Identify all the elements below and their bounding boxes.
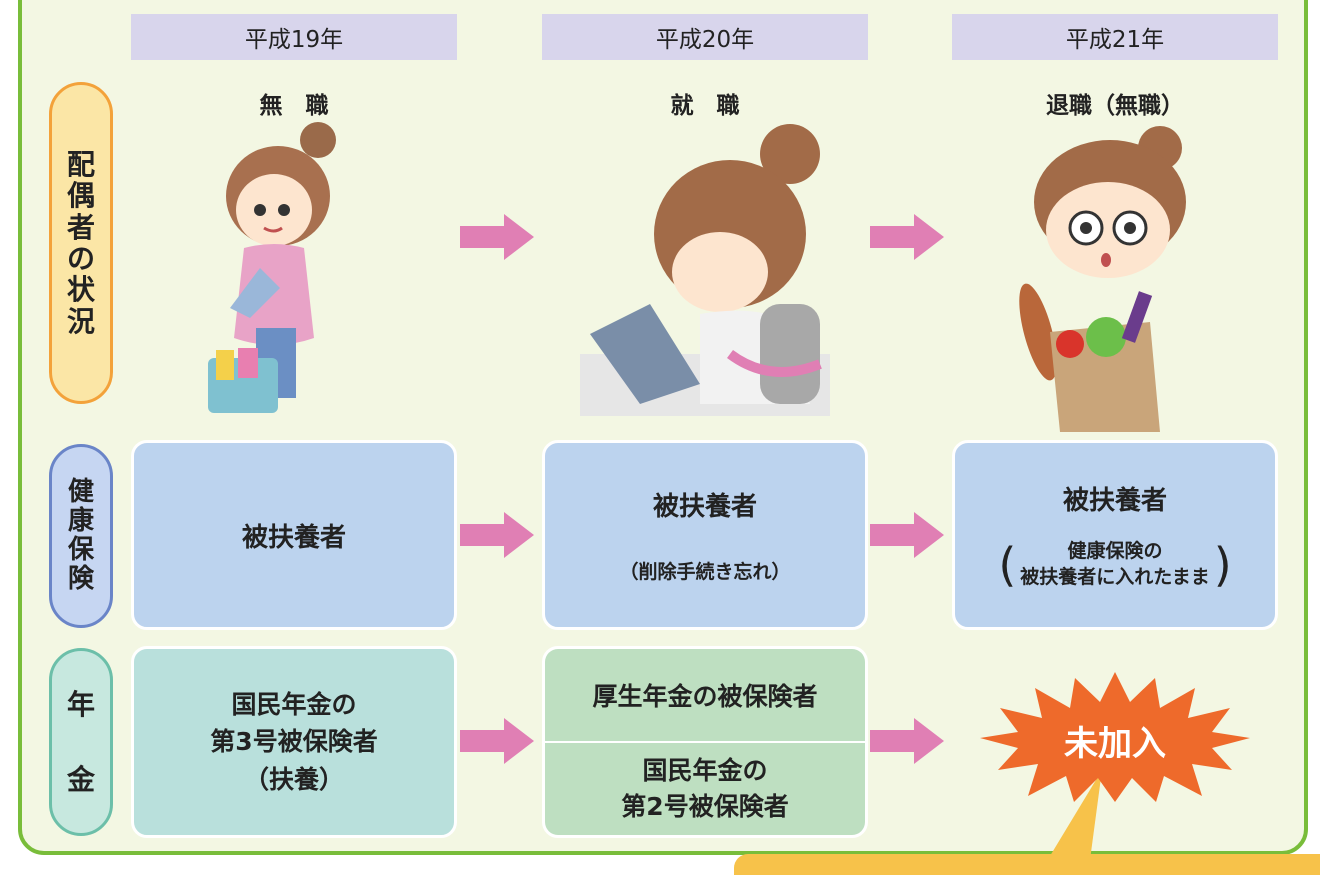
arrow-right-icon bbox=[460, 718, 534, 764]
row-label-health-insurance: 健 康 保 険 bbox=[49, 444, 113, 628]
pension-line: 第3号被保険者 bbox=[210, 727, 378, 757]
bracket-close: ) bbox=[1213, 537, 1232, 592]
starburst-not-enrolled bbox=[980, 672, 1250, 802]
row-label-char: 配 bbox=[66, 147, 95, 181]
pension-box-2007: 国民年金の 第3号被保険者 （扶養） bbox=[131, 646, 457, 838]
pension-line: 第2号被保険者 bbox=[621, 792, 789, 821]
row-label-char: 健 bbox=[67, 476, 94, 507]
arrow-right-icon bbox=[870, 512, 944, 558]
arrow-right-icon bbox=[870, 718, 944, 764]
row-label-char: 保 bbox=[67, 535, 94, 565]
health-box-2007: 被扶養者 bbox=[131, 440, 457, 630]
row-label-char: 状 bbox=[66, 273, 95, 307]
health-box-2009: 被扶養者 ( 健康保険の 被扶養者に入れたまま ) bbox=[952, 440, 1278, 630]
row-label-char: 偶 bbox=[66, 179, 95, 213]
pension-line: 国民年金の bbox=[642, 755, 768, 785]
row-label-char: の bbox=[66, 242, 95, 275]
health-note-forgot-removal: （削除手続き忘れ） bbox=[619, 561, 791, 583]
pension-national-class2: 国民年金の 第2号被保険者 bbox=[545, 743, 865, 835]
row-label-char: 康 bbox=[67, 505, 94, 536]
pension-employee-insured: 厚生年金の被保険者 bbox=[545, 649, 865, 741]
health-box-2008: 被扶養者 （削除手続き忘れ） bbox=[542, 440, 868, 630]
arrow-right-icon bbox=[460, 214, 534, 260]
row-label-char: 者 bbox=[66, 210, 95, 244]
year-header-2009: 平成21年 bbox=[952, 14, 1278, 60]
not-enrolled-label: 未加入 bbox=[1064, 724, 1166, 764]
pension-box-2008: 厚生年金の被保険者 国民年金の 第2号被保険者 bbox=[542, 646, 868, 838]
woman-folding-laundry-illustration bbox=[208, 122, 336, 413]
row-label-char: 況 bbox=[66, 304, 95, 338]
arrow-right-icon bbox=[870, 214, 944, 260]
year-header-2007: 平成19年 bbox=[131, 14, 457, 60]
row-label-char: 険 bbox=[67, 564, 94, 595]
health-status-dependent: 被扶養者 bbox=[1062, 485, 1167, 516]
row-label-pension: 年 金 bbox=[49, 648, 113, 836]
health-note-line: 健康保険の bbox=[1067, 539, 1163, 562]
health-status-dependent: 被扶養者 bbox=[241, 522, 346, 553]
health-note-line: 被扶養者に入れたまま bbox=[1020, 565, 1210, 588]
pension-line: （扶養） bbox=[243, 764, 344, 794]
pension-line: 国民年金の bbox=[231, 689, 357, 719]
woman-at-laptop-illustration bbox=[580, 124, 830, 416]
callout-bubble bbox=[734, 770, 1320, 875]
row-label-char: 年 bbox=[66, 687, 95, 721]
year-header-2008: 平成20年 bbox=[542, 14, 868, 60]
status-unemployed: 無 職 bbox=[259, 93, 329, 119]
status-employed: 就 職 bbox=[670, 93, 740, 119]
woman-with-groceries-illustration bbox=[1019, 126, 1186, 432]
bracket-open: ( bbox=[998, 537, 1017, 592]
status-retired: 退職（無職） bbox=[1046, 93, 1184, 119]
health-note-bracket: ( 健康保険の 被扶養者に入れたまま ) bbox=[998, 539, 1231, 590]
row-label-char: 金 bbox=[66, 763, 95, 796]
health-status-dependent: 被扶養者 bbox=[652, 492, 757, 522]
row-label-spouse-status: 配 偶 者 の 状 況 bbox=[49, 82, 113, 404]
arrow-right-icon bbox=[460, 512, 534, 558]
